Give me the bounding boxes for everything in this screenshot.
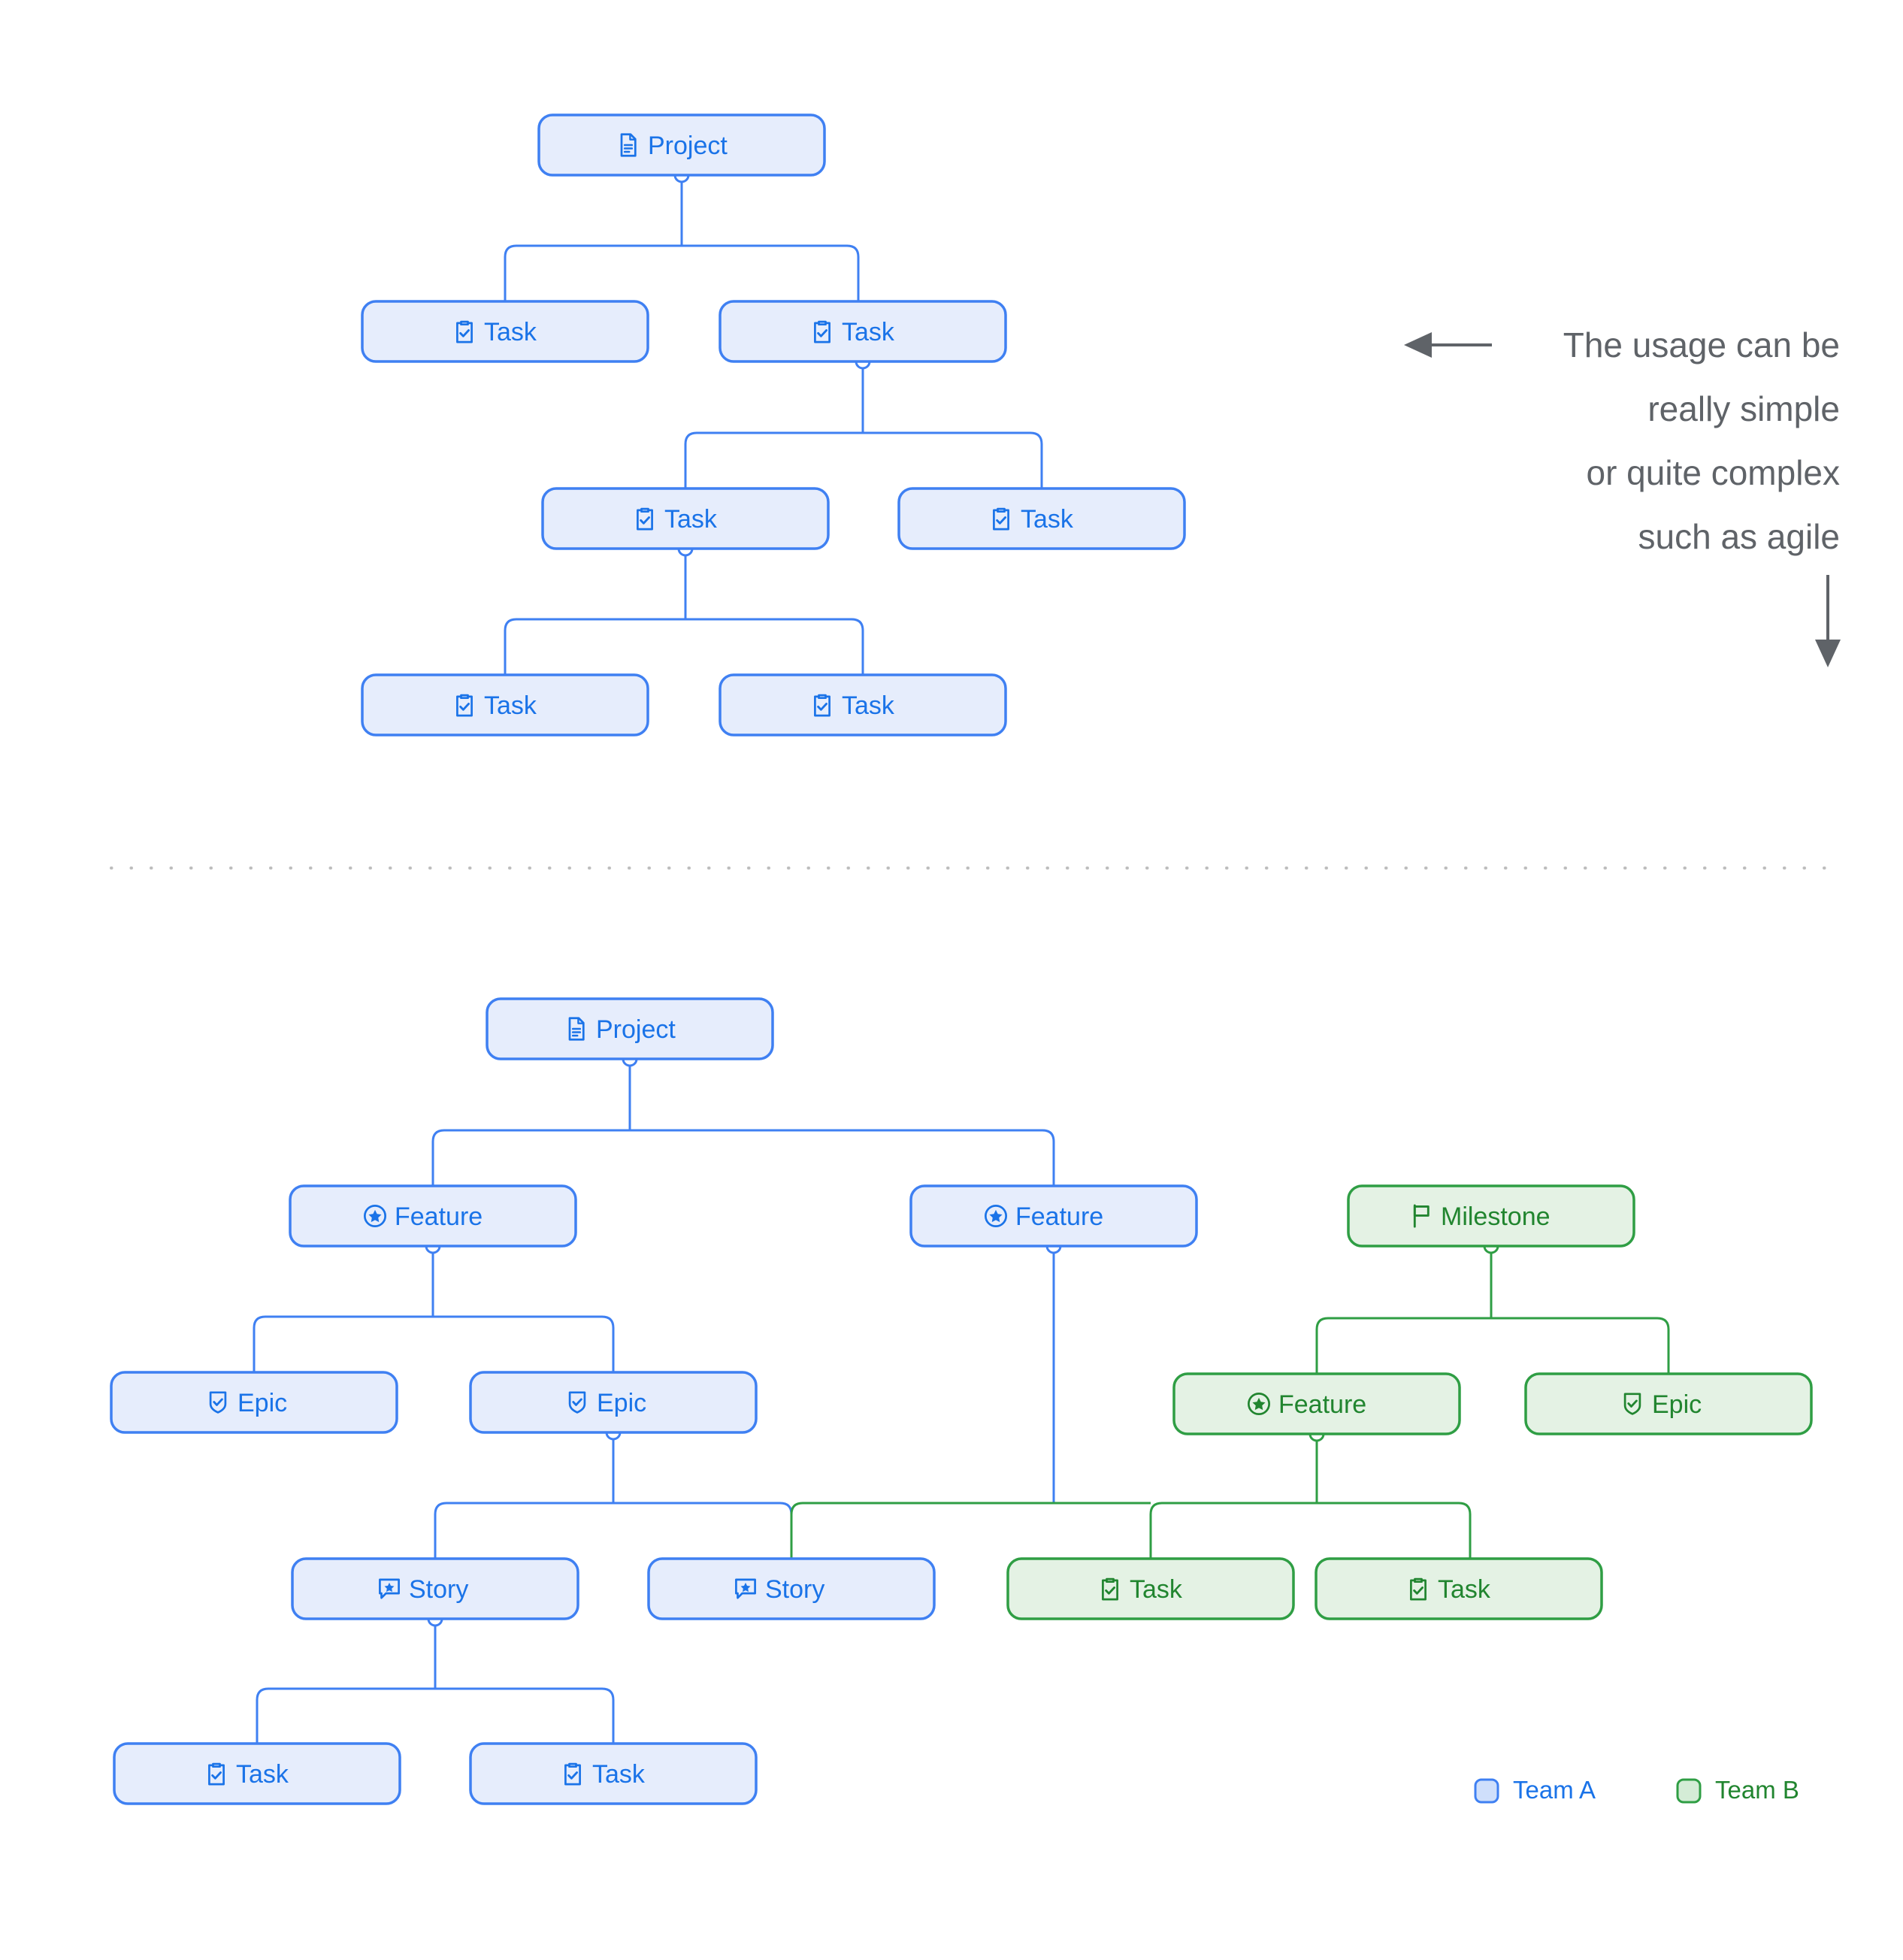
edge-a-bar-milestone	[1315, 1317, 1670, 1374]
node-label: Task	[484, 691, 537, 720]
node-task-1[interactable]: Task	[361, 300, 649, 363]
legend: Team A Team B	[1474, 1776, 1799, 1804]
node-a-feature-3[interactable]: Feature	[1172, 1372, 1461, 1435]
edge-a-bar-epics	[253, 1315, 615, 1372]
node-task-6[interactable]: Task	[719, 673, 1007, 737]
arrow-down-icon	[1815, 640, 1841, 667]
legend-swatch-team-a	[1474, 1778, 1499, 1804]
node-a-story-1[interactable]: Story	[291, 1557, 579, 1620]
node-task-5[interactable]: Task	[361, 673, 649, 737]
edge-group-agile	[253, 1059, 1670, 1744]
node-label: Task	[592, 1760, 646, 1789]
node-label: Epic	[1652, 1390, 1702, 1419]
node-label: Task	[664, 505, 718, 534]
node-label: Feature	[395, 1202, 483, 1231]
arrow-left-icon	[1404, 332, 1432, 358]
edge-branch-bar-1	[504, 244, 860, 301]
annotation-line-1: The usage can be	[1563, 325, 1840, 364]
edge-a-bar-greentasks-corner	[790, 1502, 803, 1559]
node-task-4[interactable]: Task	[897, 487, 1186, 550]
edge-a-bar-stories	[434, 1502, 793, 1559]
edge-branch-bar-2	[684, 431, 1043, 488]
node-label: Project	[648, 132, 728, 160]
node-a-feature-1[interactable]: Feature	[289, 1184, 577, 1248]
node-a-task-green-1[interactable]: Task	[1006, 1557, 1295, 1620]
edge-a-bar-top	[431, 1129, 1055, 1186]
node-a-epic-3[interactable]: Epic	[1524, 1372, 1813, 1435]
node-a-milestone[interactable]: Milestone	[1347, 1184, 1635, 1248]
edge-group-simple	[504, 175, 1043, 675]
node-label: Feature	[1015, 1202, 1103, 1231]
legend-swatch-team-b	[1676, 1778, 1702, 1804]
diagram-agile-tree: Project Feature Feature Milestone Epic E…	[110, 997, 1813, 1805]
node-a-task-blue-1[interactable]: Task	[113, 1742, 401, 1805]
node-task-2[interactable]: Task	[719, 300, 1007, 363]
node-label: Task	[236, 1760, 289, 1789]
node-task-3[interactable]: Task	[541, 487, 830, 550]
node-label: Milestone	[1441, 1202, 1551, 1231]
annotation-line-2: really simple	[1647, 389, 1840, 428]
node-label: Story	[765, 1575, 824, 1604]
node-label: Task	[484, 318, 537, 346]
diagram-simple-tree: Project Task Task Task Task Task	[361, 113, 1186, 737]
node-a-task-green-2[interactable]: Task	[1315, 1557, 1603, 1620]
node-label: Task	[1438, 1575, 1491, 1604]
node-a-epic-1[interactable]: Epic	[110, 1371, 398, 1434]
node-label: Feature	[1278, 1390, 1366, 1419]
edge-branch-bar-3	[504, 618, 864, 675]
node-label: Project	[596, 1015, 676, 1044]
node-a-feature-2[interactable]: Feature	[909, 1184, 1198, 1248]
node-project-simple[interactable]: Project	[537, 113, 826, 177]
legend-item-team-b[interactable]: Team B	[1676, 1776, 1799, 1804]
node-label: Story	[409, 1575, 468, 1604]
node-a-epic-2[interactable]: Epic	[469, 1371, 758, 1434]
annotation-block: The usage can be really simple or quite …	[1404, 325, 1841, 667]
node-label: Epic	[237, 1389, 287, 1417]
node-a-story-2[interactable]: Story	[647, 1557, 936, 1620]
node-label: Task	[1021, 505, 1074, 534]
node-label: Task	[842, 691, 895, 720]
edge-a-bar-greentasks	[1149, 1502, 1472, 1559]
legend-label-team-a: Team A	[1513, 1776, 1596, 1804]
edge-a-bar-bluetasks	[256, 1687, 615, 1744]
legend-item-team-a[interactable]: Team A	[1474, 1776, 1596, 1804]
annotation-line-3: or quite complex	[1587, 453, 1841, 492]
node-label: Task	[1130, 1575, 1183, 1604]
node-label: Epic	[597, 1389, 646, 1417]
annotation-line-4: such as agile	[1638, 517, 1841, 556]
node-a-task-blue-2[interactable]: Task	[469, 1742, 758, 1805]
legend-label-team-b: Team B	[1715, 1776, 1799, 1804]
node-label: Task	[842, 318, 895, 346]
node-a-project[interactable]: Project	[486, 997, 774, 1060]
